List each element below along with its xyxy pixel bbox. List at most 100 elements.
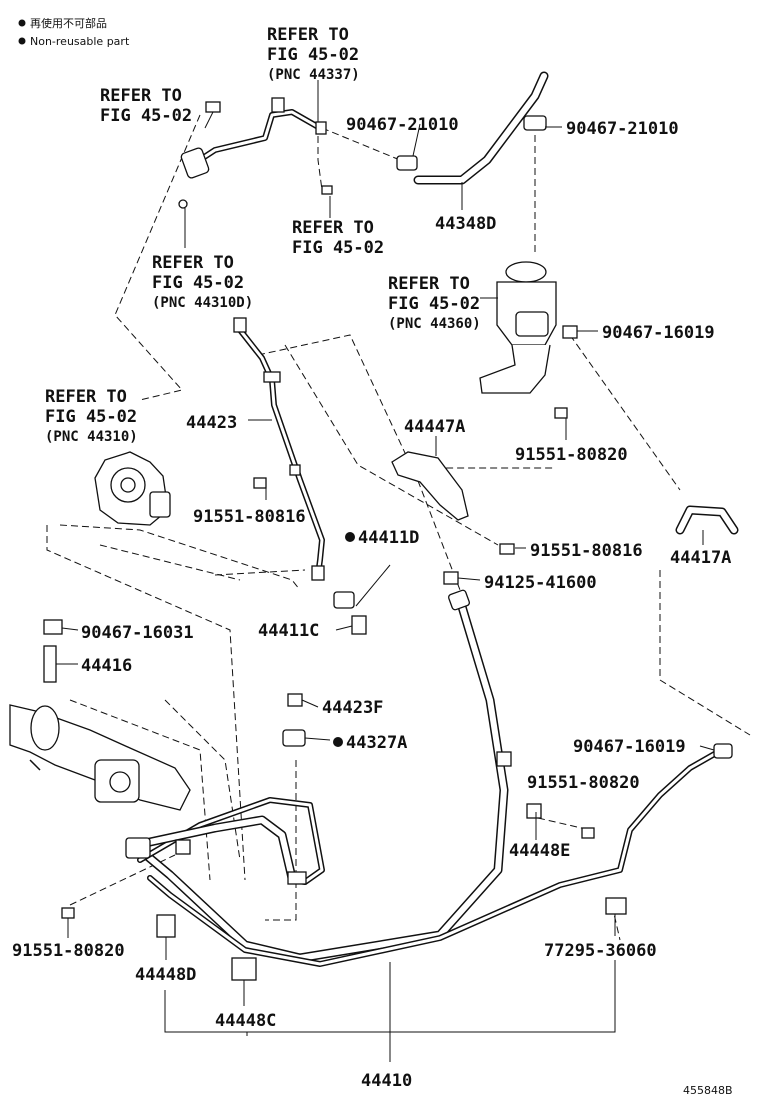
part-label-44348D: 44348D [435,214,496,234]
leader-lines [56,80,715,1062]
part-label-44327A: 44327A [346,733,407,753]
part-label-90467-21010: 90467-21010 [346,115,459,135]
ref-label-r2: REFER TO FIG 45-02 [100,86,192,126]
non-reusable-bullet-icon [333,737,343,747]
ref-label-r3: REFER TO FIG 45-02 [292,218,384,258]
svg-text:FIG 45-02: FIG 45-02 [100,106,192,126]
part-label-91551-80820: 91551-80820 [12,941,125,961]
part-label-44410: 44410 [361,1071,412,1091]
pipe-end-icon [311,565,325,581]
part-label-44423F: 44423F [322,698,383,718]
svg-text:FIG 45-02: FIG 45-02 [388,294,480,314]
nut-icon [443,571,459,585]
svg-text:(PNC 44337): (PNC 44337) [267,67,360,83]
clamp-icon [289,464,301,476]
hose-44417A [675,505,739,535]
pipe-end-icon [233,317,247,333]
svg-text:FIG 45-02: FIG 45-02 [152,273,244,293]
part-label-44417A: 44417A [670,548,731,568]
clamp-44448D-icon [156,914,176,938]
bolt-icon [321,185,333,195]
svg-text:REFER TO: REFER TO [45,387,127,407]
nut-icon [43,619,63,635]
clamp-icon [282,729,306,747]
part-label-90467-16031: 90467-16031 [81,623,194,643]
clamp-44448C-icon [231,957,257,981]
pressure-pipe-44423 [233,317,325,581]
power-steering-pump [94,451,171,526]
non-reusable-bullet-icon [18,19,26,27]
bolt-icon [499,543,515,555]
svg-text:FIG 45-02: FIG 45-02 [45,407,137,427]
part-label-77295-36060: 77295-36060 [544,941,657,961]
part-label-44448D: 44448D [135,965,196,985]
part-label-44411D: 44411D [358,528,419,548]
o-ring-icon [178,199,188,209]
svg-text:REFER TO: REFER TO [152,253,234,273]
union-fitting-44411 [333,591,367,635]
hose-clip-icon [562,325,578,339]
union-bolt-icon [351,615,367,635]
part-label-91551-80820: 91551-80820 [527,773,640,793]
part-label-91551-80816: 91551-80816 [193,507,306,527]
clamp-icon [263,371,281,383]
pressure-hose-44410 [135,589,512,963]
legend: 再使用不可部品 Non-reusable part [18,16,130,48]
legend-english: Non-reusable part [30,35,130,48]
bolt-icon [61,907,75,919]
svg-text:FIG 45-02: FIG 45-02 [267,45,359,65]
ref-label-r4: REFER TO FIG 45-02 (PNC 44310D) [152,253,253,311]
part-label-44423: 44423 [186,413,237,433]
pipe-end-icon [713,743,733,759]
part-label-94125-41600: 94125-41600 [484,573,597,593]
return-pipe-lower [147,743,733,967]
reservoir-tank [479,261,578,419]
bracket-44448E-icon [526,803,542,819]
part-label-44448E: 44448E [509,841,570,861]
ref-label-r6: REFER TO FIG 45-02 (PNC 44310) [45,387,138,445]
part-label-44411C: 44411C [258,621,319,641]
bracket-44447A [391,451,515,585]
hose-clip-icon [396,155,418,171]
ref-label-r5: REFER TO FIG 45-02 (PNC 44360) [388,274,481,332]
part-labels: 90467-21010 90467-21010 44348D 90467-160… [12,115,733,1097]
svg-text:REFER TO: REFER TO [100,86,182,106]
steering-gear-rack [9,619,191,811]
union-fitting-icon [180,147,210,179]
svg-text:REFER TO: REFER TO [267,25,349,45]
svg-text:REFER TO: REFER TO [388,274,470,294]
svg-text:(PNC 44310): (PNC 44310) [45,429,138,445]
union-fitting-icon [333,591,355,609]
part-label-90467-16019: 90467-16019 [602,323,715,343]
svg-text:(PNC 44310D): (PNC 44310D) [152,295,253,311]
bolt-icon [581,827,595,839]
svg-text:(PNC 44360): (PNC 44360) [388,316,481,332]
non-reusable-bullet-icon [18,37,26,45]
reference-lines [46,114,751,941]
bolt-icon [287,693,303,707]
diagram-id: 455848B [683,1084,733,1097]
rack-feed-tubes [61,693,325,981]
part-label-44448C: 44448C [215,1011,276,1031]
legend-japanese: 再使用不可部品 [30,16,107,30]
pipe-end-icon [315,121,327,135]
hose-44348D [396,71,549,185]
non-reusable-bullet-icon [345,532,355,542]
return-pipe-upper [178,97,333,209]
part-label-91551-80816: 91551-80816 [530,541,643,561]
part-label-44447A: 44447A [404,417,465,437]
part-label-90467-16019: 90467-16019 [573,737,686,757]
bolt-icon [253,477,267,489]
clamp-icon [271,97,285,113]
svg-text:FIG 45-02: FIG 45-02 [292,238,384,258]
part-label-44416: 44416 [81,656,132,676]
part-label-91551-80820: 91551-80820 [515,445,628,465]
part-label-90467-21010: 90467-21010 [566,119,679,139]
bolt-icon [554,407,568,419]
svg-text:REFER TO: REFER TO [292,218,374,238]
ref-label-r1: REFER TO FIG 45-02 (PNC 44337) [267,25,360,83]
bolt-icon [205,101,221,113]
hose-clip-icon [523,115,547,131]
union-44416-icon [43,645,57,683]
